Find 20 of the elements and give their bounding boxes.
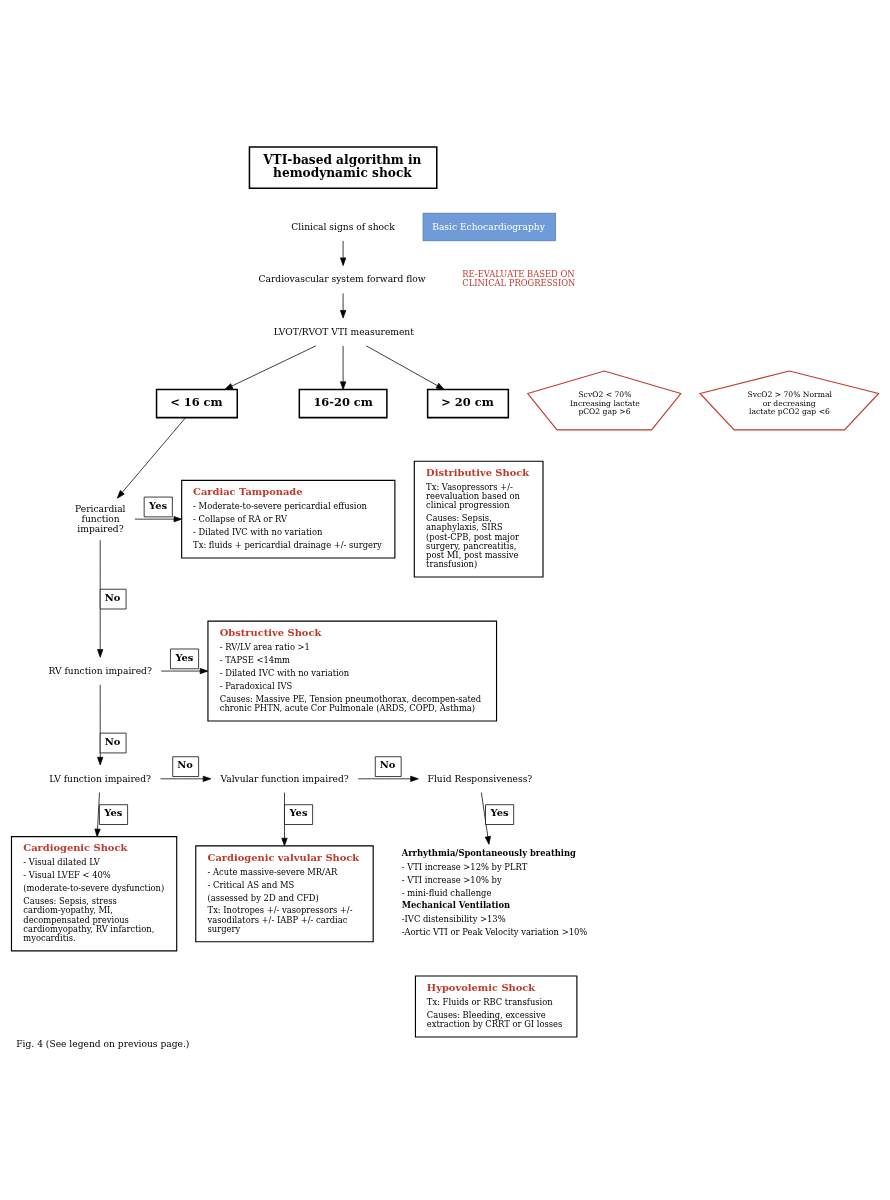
node-text: Arrhythmia/Spontaneously breathing - VTI increase >12% by PLRT - VTI increase >10% by - mini-fluid challenge Mechanical Ventilation -IVC distensibility >13% -Aortic VTI or Peak Velocity variation >10%: [401, 848, 588, 937]
edge-label: Yes: [289, 807, 308, 819]
node-text: LVOT/RVOT VTI measurement: [273, 326, 414, 337]
caption: Fig. 4 (See legend on previous page.): [16, 1039, 190, 1050]
edge-label: Yes: [149, 499, 168, 511]
edge-label: Yes: [175, 651, 194, 663]
edge-label: No: [104, 735, 121, 747]
edge-label: No: [177, 759, 193, 771]
node-text: Cardiovascular system forward flow: [258, 274, 426, 285]
node-text: Clinical signs of shock: [291, 221, 395, 232]
node-text: Pericardial function impaired?: [75, 504, 126, 534]
edge-label: No: [104, 591, 121, 603]
node-text: RV function impaired?: [48, 665, 152, 676]
edge-label: Yes: [104, 807, 123, 819]
node-text: LV function impaired?: [49, 773, 152, 784]
edge-label: Yes: [490, 807, 509, 819]
edge-label: No: [379, 759, 396, 771]
node-text: Valvular function impaired?: [220, 773, 349, 784]
label: RE-EVALUATE BASED ON CLINICAL PROGRESSION: [462, 269, 576, 289]
node-text: Fluid Responsiveness?: [427, 773, 533, 784]
